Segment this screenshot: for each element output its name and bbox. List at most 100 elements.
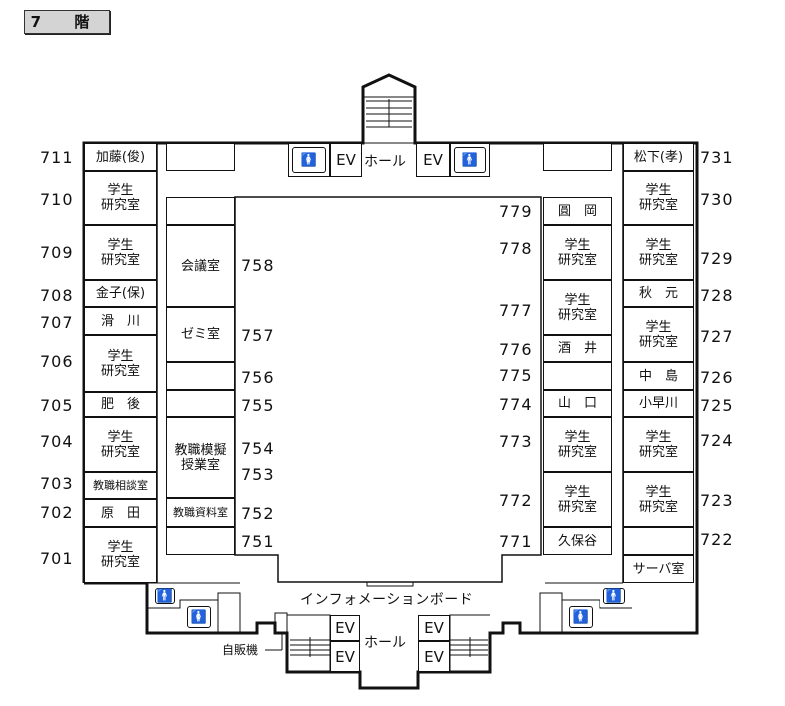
room: 滑 川 bbox=[84, 307, 157, 335]
room-number: 707 bbox=[40, 313, 74, 332]
room: ゼミ室 bbox=[166, 307, 235, 362]
room: 学生 研究室 bbox=[623, 171, 694, 225]
room-number: 711 bbox=[40, 148, 74, 167]
room: 加藤(俊) bbox=[84, 143, 157, 171]
room bbox=[166, 143, 235, 171]
men-restroom-icon: 🚹 bbox=[603, 588, 625, 604]
restroom-women-bottom-left: 🚺 bbox=[184, 603, 214, 631]
room-number: 730 bbox=[700, 190, 734, 209]
room bbox=[166, 197, 235, 225]
room bbox=[543, 143, 612, 171]
room-number: 771 bbox=[499, 532, 533, 551]
room-number: 758 bbox=[241, 256, 275, 275]
room-number: 701 bbox=[40, 549, 74, 568]
room-number: 777 bbox=[499, 301, 533, 320]
room: 小早川 bbox=[623, 390, 694, 417]
room: 教職相談室 bbox=[84, 472, 157, 499]
men-restroom-icon: 🚹 bbox=[454, 147, 486, 173]
elevator-bottom-4: EV bbox=[418, 641, 450, 672]
room-number: 727 bbox=[700, 327, 734, 346]
room-number: 703 bbox=[40, 474, 74, 493]
room: 久保谷 bbox=[543, 527, 612, 555]
men-restroom-icon: 🚹 bbox=[155, 588, 175, 604]
room-number: 778 bbox=[499, 239, 533, 258]
room-number: 705 bbox=[40, 396, 74, 415]
restroom-men-top: 🚹 bbox=[450, 143, 490, 177]
room-number: 775 bbox=[499, 366, 533, 385]
room-number: 755 bbox=[241, 396, 275, 415]
room: 酒 井 bbox=[543, 335, 612, 362]
room-number: 726 bbox=[700, 368, 734, 387]
elevator-bottom-3: EV bbox=[418, 615, 450, 641]
women-restroom-icon: 🚺 bbox=[569, 606, 593, 628]
room: 会議室 bbox=[166, 225, 235, 307]
room-number: 706 bbox=[40, 352, 74, 371]
room: 秋 元 bbox=[623, 280, 694, 307]
room bbox=[623, 527, 694, 555]
room-number: 702 bbox=[40, 503, 74, 522]
room: 学生 研究室 bbox=[623, 472, 694, 527]
room: 松下(孝) bbox=[623, 143, 694, 171]
room: 学生 研究室 bbox=[84, 527, 157, 583]
elevator-top-left: EV bbox=[330, 143, 362, 177]
room: 教職模擬 授業室 bbox=[166, 417, 235, 498]
room bbox=[166, 362, 235, 390]
room bbox=[543, 362, 612, 390]
room: 学生 研究室 bbox=[543, 472, 612, 527]
room: 金子(保) bbox=[84, 280, 157, 307]
room-number: 722 bbox=[700, 530, 734, 549]
elevator-top-right: EV bbox=[416, 143, 450, 177]
room-number: 725 bbox=[700, 396, 734, 415]
vending-machine-label: 自販機 bbox=[222, 643, 259, 657]
room-number: 773 bbox=[499, 432, 533, 451]
room-number: 751 bbox=[241, 532, 275, 551]
room: 学生 研究室 bbox=[84, 335, 157, 392]
room-number: 728 bbox=[700, 286, 734, 305]
room-number: 756 bbox=[241, 368, 275, 387]
room: 山 口 bbox=[543, 390, 612, 417]
room: 学生 研究室 bbox=[543, 417, 612, 472]
room-number: 731 bbox=[700, 148, 734, 167]
room-number: 779 bbox=[499, 202, 533, 221]
room-number: 724 bbox=[700, 431, 734, 450]
information-board-label: インフォメーションボード bbox=[300, 592, 474, 608]
restroom-men-bottom-right: 🚹 bbox=[600, 585, 628, 607]
room-number: 753 bbox=[241, 465, 275, 484]
elevator-bottom-2: EV bbox=[330, 641, 360, 672]
room: 学生 研究室 bbox=[84, 225, 157, 280]
room-number: 709 bbox=[40, 243, 74, 262]
floor-title: 7 階 bbox=[24, 10, 110, 34]
restroom-women-bottom-right: 🚺 bbox=[566, 603, 596, 631]
elevator-bottom-1: EV bbox=[330, 615, 360, 641]
hall-label-bottom: ホール bbox=[364, 635, 406, 651]
room: 原 田 bbox=[84, 499, 157, 527]
hall-label-top: ホール bbox=[364, 154, 406, 170]
room: 学生 研究室 bbox=[84, 417, 157, 472]
room: 学生 研究室 bbox=[543, 280, 612, 335]
room-number: 754 bbox=[241, 439, 275, 458]
room bbox=[166, 390, 235, 417]
room: 学生 研究室 bbox=[623, 417, 694, 472]
restroom-women-top: 🚺 bbox=[288, 143, 330, 177]
women-restroom-icon: 🚺 bbox=[187, 606, 211, 628]
room-number: 704 bbox=[40, 432, 74, 451]
room-number: 752 bbox=[241, 504, 275, 523]
room-number: 774 bbox=[499, 395, 533, 414]
room: 学生 研究室 bbox=[84, 171, 157, 225]
room-number: 723 bbox=[700, 491, 734, 510]
room-number: 710 bbox=[40, 190, 74, 209]
room-number: 708 bbox=[40, 286, 74, 305]
room-number: 776 bbox=[499, 340, 533, 359]
room: 学生 研究室 bbox=[623, 225, 694, 280]
room: 肥 後 bbox=[84, 392, 157, 417]
room-number: 729 bbox=[700, 249, 734, 268]
room: 学生 研究室 bbox=[623, 307, 694, 362]
room-number: 772 bbox=[499, 491, 533, 510]
room: 教職資料室 bbox=[166, 498, 235, 527]
room-number: 757 bbox=[241, 326, 275, 345]
women-restroom-icon: 🚺 bbox=[292, 147, 326, 173]
room: 中 島 bbox=[623, 362, 694, 390]
room: 学生 研究室 bbox=[543, 225, 612, 280]
room bbox=[166, 527, 235, 555]
